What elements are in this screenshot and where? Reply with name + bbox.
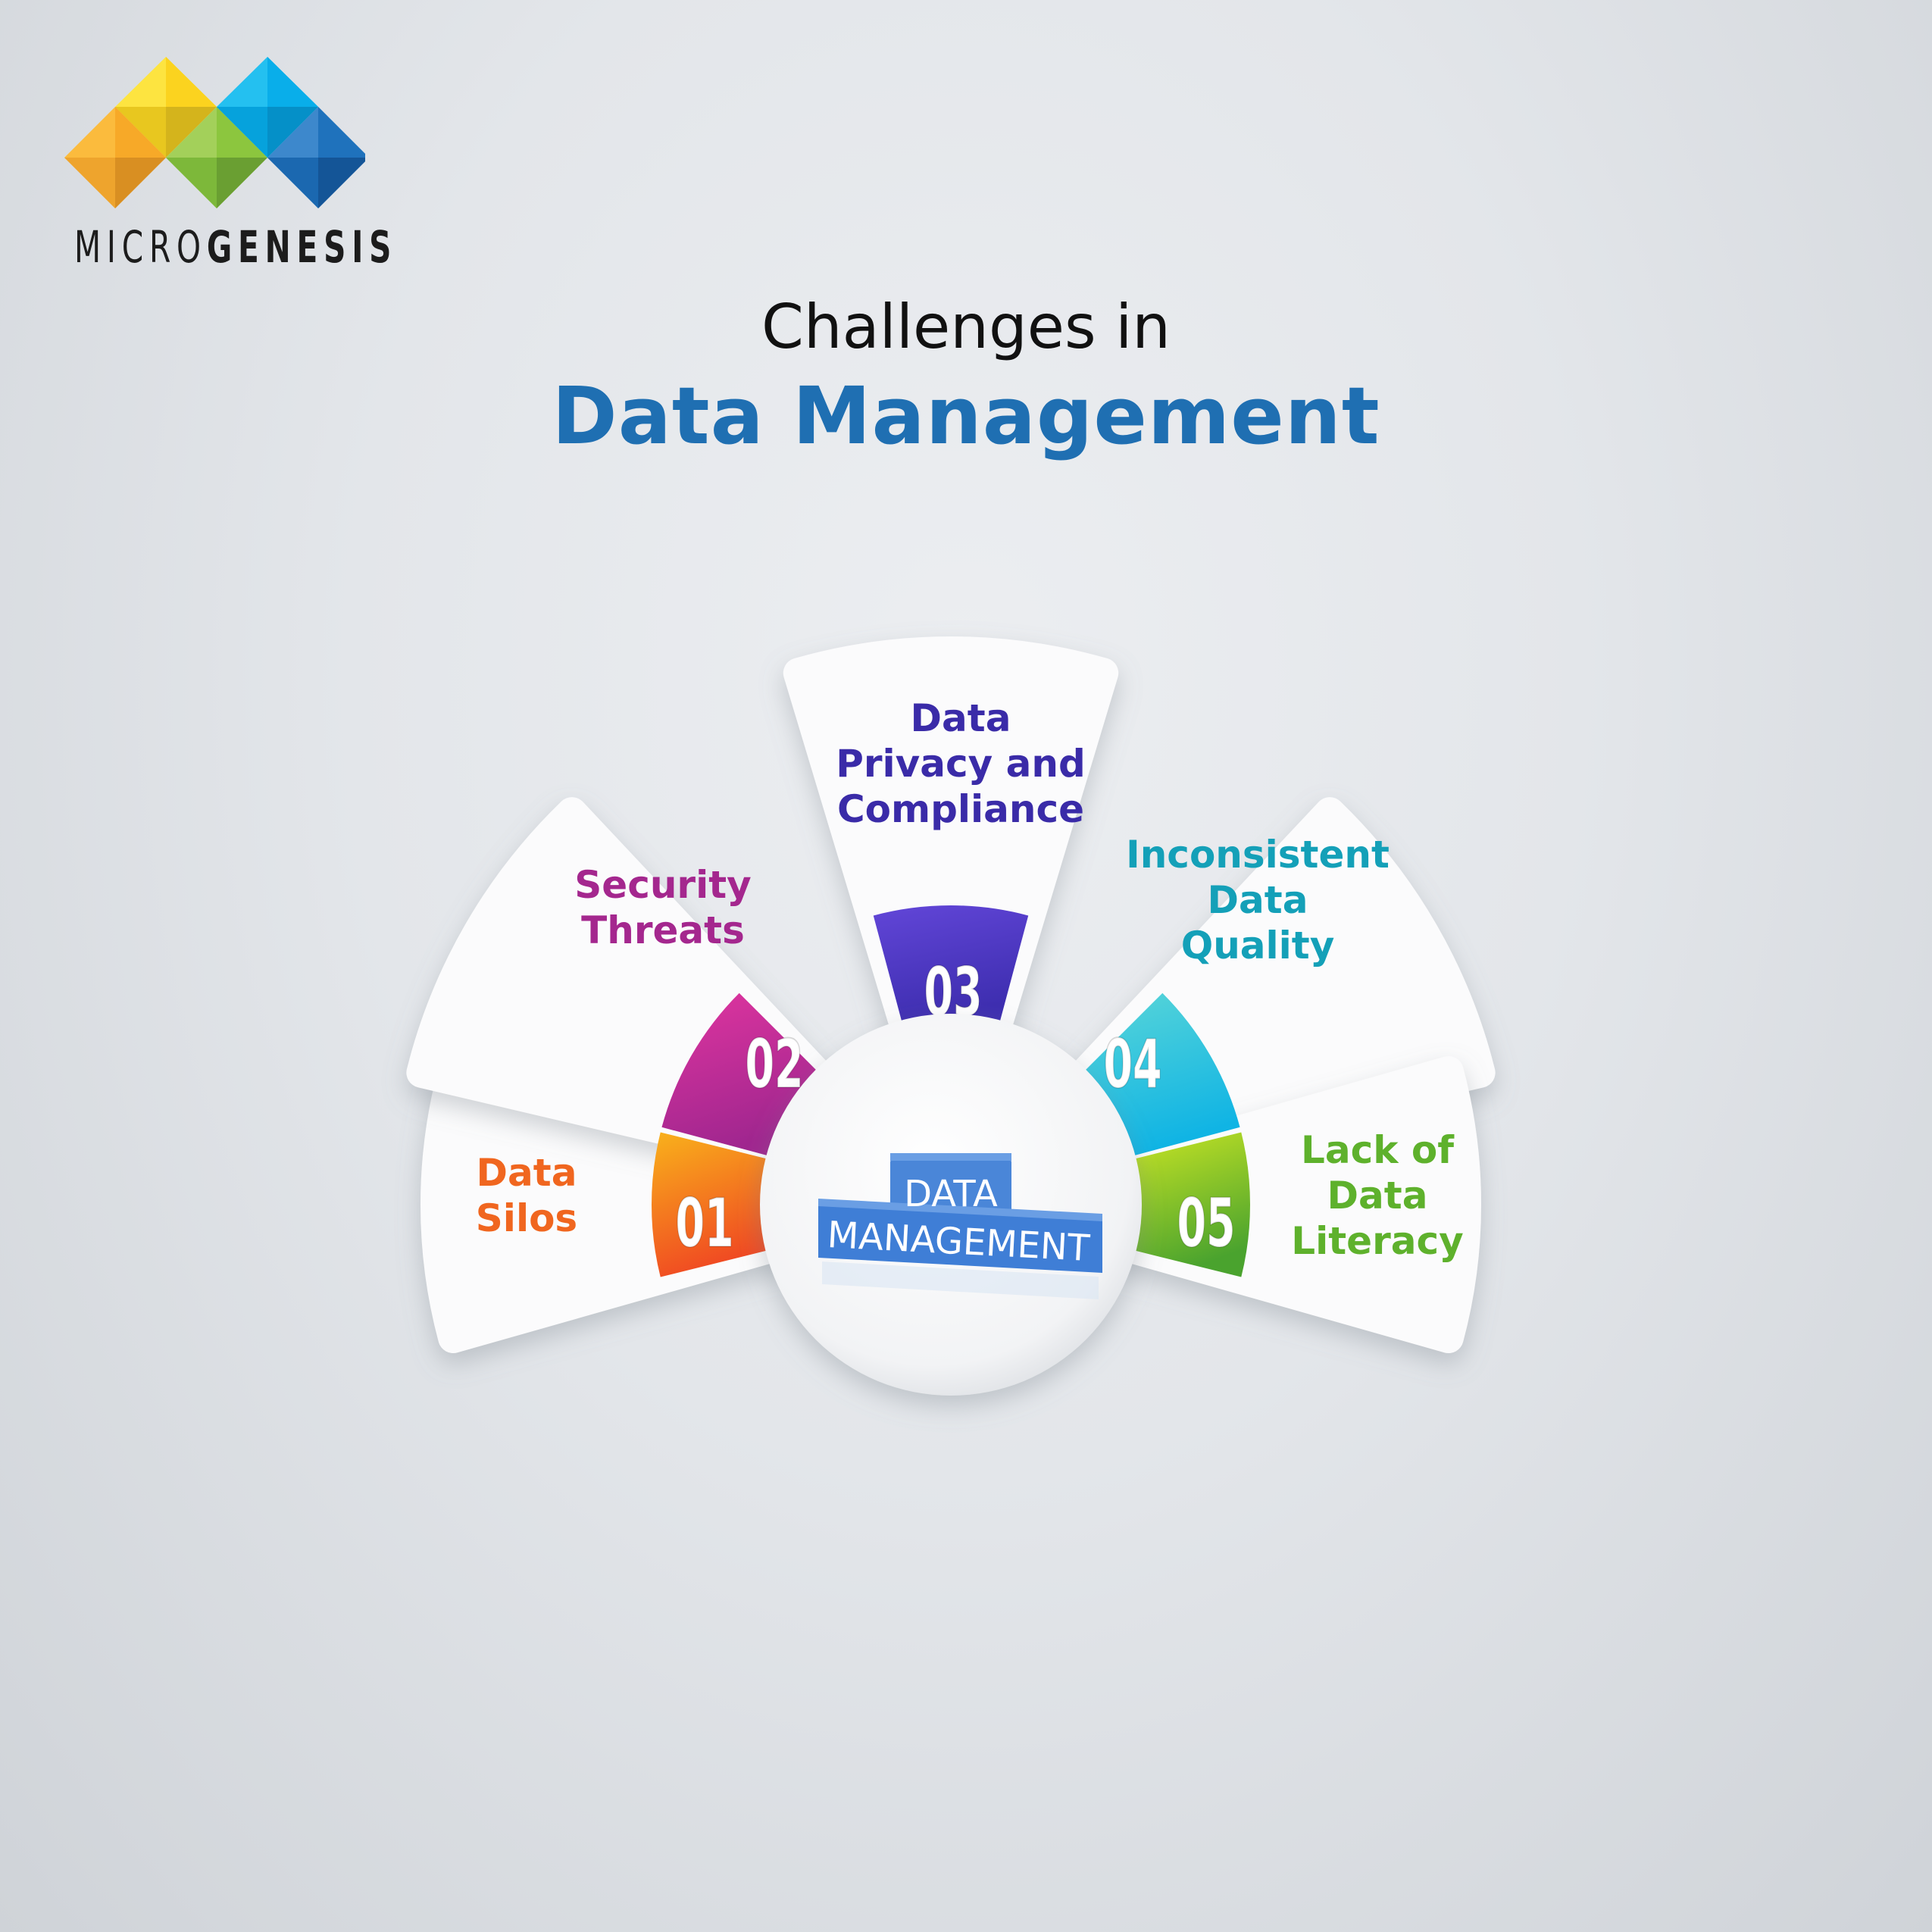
title-line-1: Challenges in [761,292,1171,362]
segment-number-01: 01 [675,1185,733,1262]
segment-number-04: 04 [1103,1026,1161,1103]
title-line-2: Data Management [552,370,1380,462]
center-label-top: DATA [904,1173,998,1215]
microgenesis-logo-icon [64,57,365,208]
segment-panel-05 [1024,1056,1481,1353]
segment-number-05: 05 [1177,1185,1235,1262]
segment-ring-01 [652,1132,767,1277]
center-hub: DATA MANAGEMENT [760,1014,1142,1396]
segment-ring-04 [1084,993,1240,1156]
segment-number-02: 02 [745,1026,803,1103]
segment-ring-05 [1134,1132,1250,1277]
segment-ring-03 [873,905,1029,1022]
segment-ring-02 [661,993,818,1156]
logo-wordmark: MICROGENESIS [74,221,398,273]
segment-panel-03 [783,636,1119,1131]
